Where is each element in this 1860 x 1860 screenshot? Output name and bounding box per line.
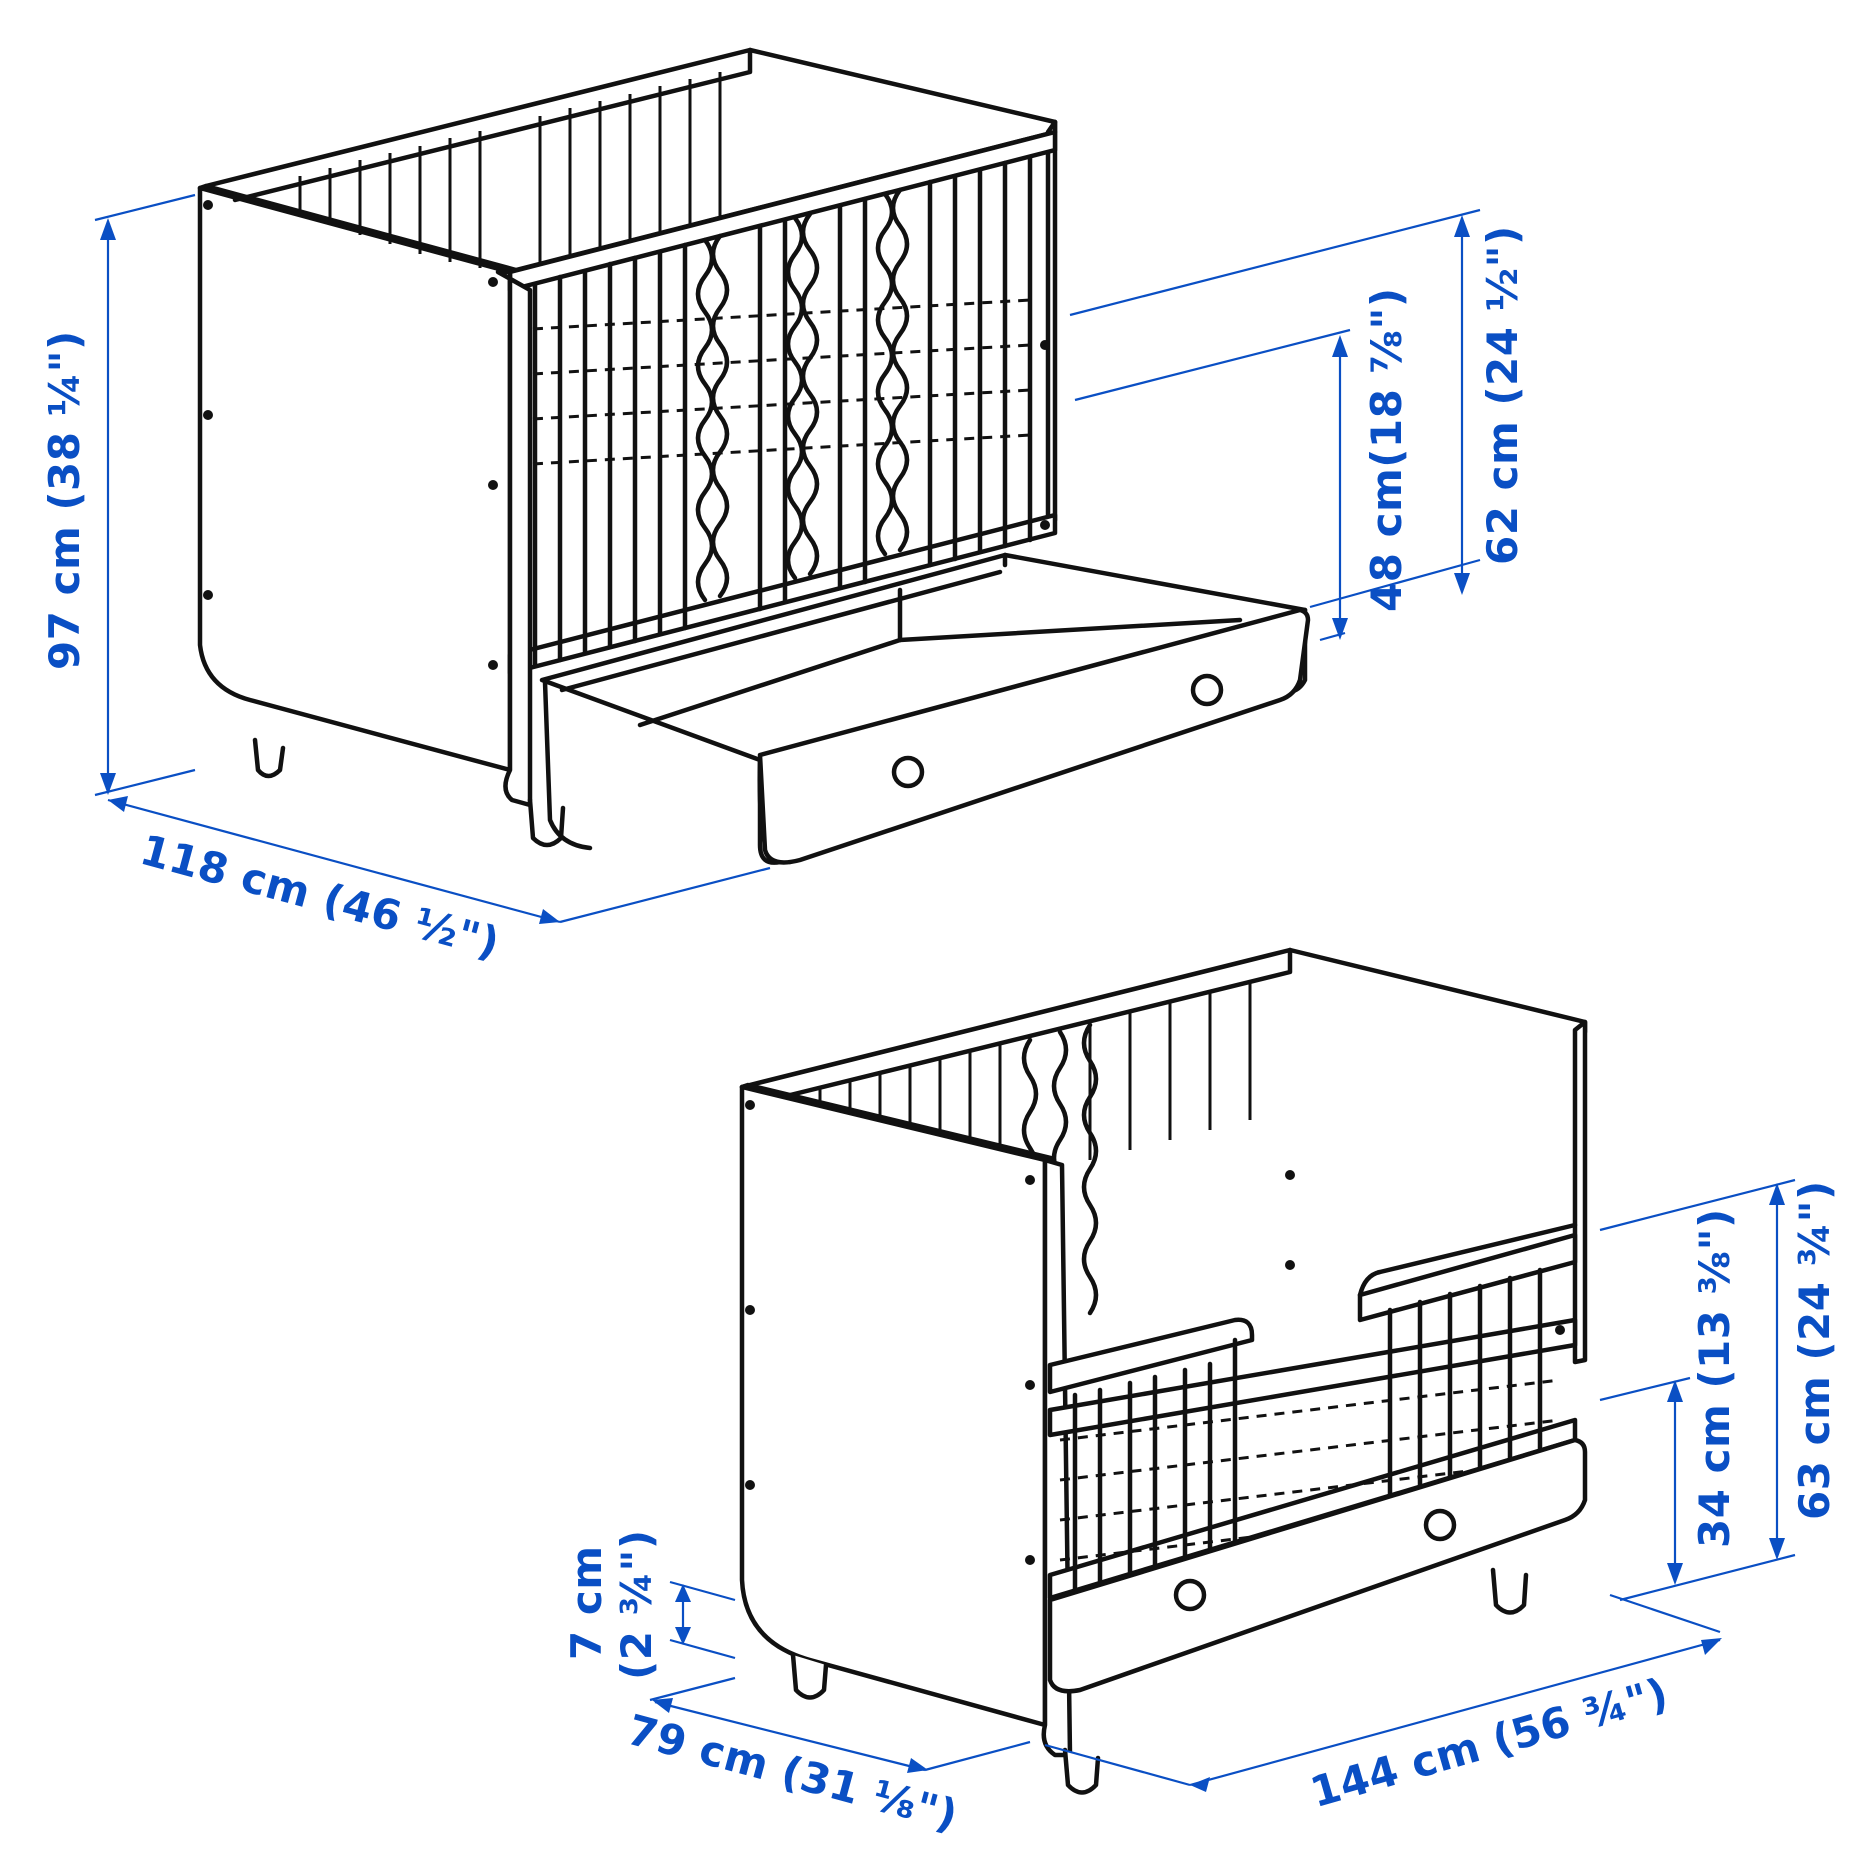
crib-bolts bbox=[203, 200, 1050, 670]
crib-side-panel bbox=[1045, 119, 1058, 525]
dimension-lines bbox=[94, 193, 1796, 1792]
dim-label-foot-clearance-imperial: (2 ¾") bbox=[612, 1529, 661, 1680]
drawer-knob bbox=[1423, 1508, 1457, 1542]
bed-guard-rail bbox=[1047, 1222, 1578, 1601]
bed-end-panel bbox=[739, 1084, 1048, 1728]
dim-label-side-height: 62 cm (24 ½") bbox=[1478, 225, 1527, 565]
crib-front-slats bbox=[532, 154, 1033, 669]
bed-end-panel bbox=[1572, 1019, 1588, 1365]
crib-wavy-slats bbox=[695, 187, 910, 603]
bed-leg bbox=[1490, 1567, 1529, 1615]
junior-bed-view bbox=[739, 947, 1588, 1795]
dim-label-height-total: 97 cm (38 ¼") bbox=[40, 330, 89, 670]
bed-drawer-front bbox=[1047, 1437, 1588, 1694]
drawer-knob bbox=[891, 755, 925, 789]
dim-label-bed-side-height: 63 cm (24 ¾") bbox=[1790, 1180, 1839, 1520]
crib-top-view bbox=[197, 47, 1311, 865]
drawer-knob bbox=[1190, 673, 1224, 707]
dim-label-foot-clearance: 7 cm bbox=[562, 1545, 611, 1660]
dim-label-rail-height: 34 cm (13 ⅜") bbox=[1690, 1208, 1739, 1548]
crib-leg bbox=[527, 797, 566, 848]
bed-leg bbox=[790, 1652, 829, 1700]
crib-end-panel bbox=[197, 185, 513, 773]
crib-drawer-front bbox=[757, 607, 1311, 865]
crib-drawer bbox=[539, 552, 1311, 865]
drawer-knob bbox=[1173, 1578, 1207, 1612]
crib-leg bbox=[252, 737, 286, 779]
dim-label-mattress-to-rail: 48 cm(18 ⅞") bbox=[1362, 287, 1411, 612]
bed-leg bbox=[1062, 1747, 1101, 1795]
